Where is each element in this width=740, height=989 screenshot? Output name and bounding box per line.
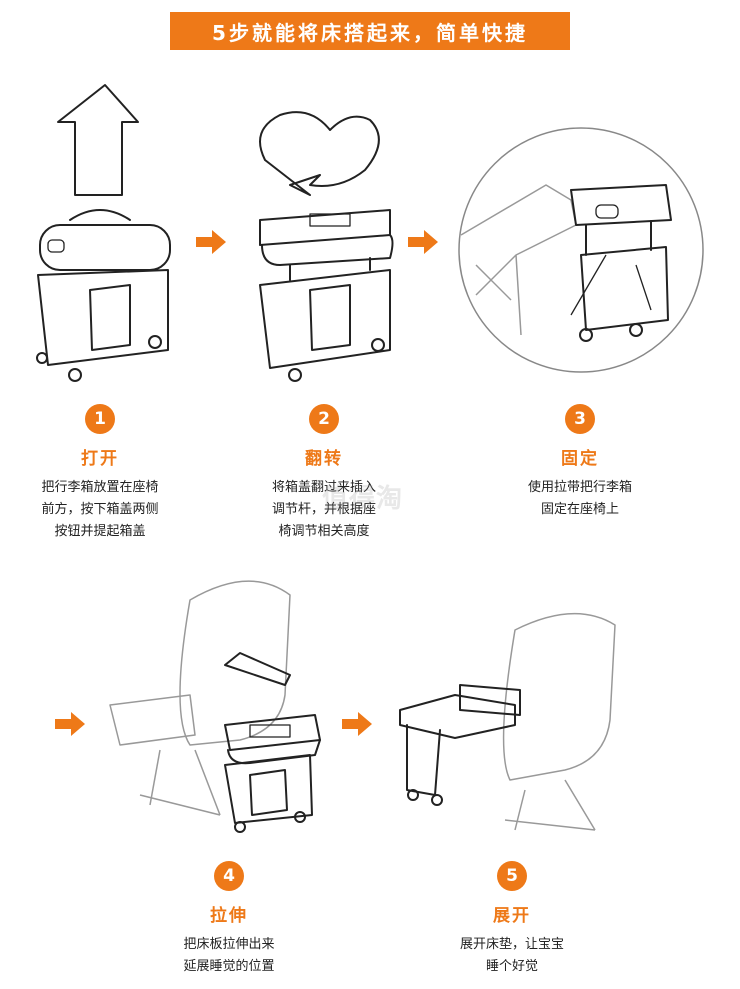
step-title: 拉伸 bbox=[210, 906, 248, 926]
step-description: 把行李箱放置在座椅 前方，按下箱盖两侧 按钮并提起箱盖 bbox=[41, 480, 159, 539]
step2-illustration bbox=[259, 111, 394, 382]
step-3: 3 固定 使用拉带把行李箱 固定在座椅上 bbox=[500, 404, 660, 521]
step-number-badge: 1 bbox=[85, 404, 115, 434]
step-4: 4 拉伸 把床板拉伸出来 延展睡觉的位置 bbox=[149, 861, 309, 978]
arrow-right-icon bbox=[196, 230, 226, 254]
step-2: 2 翻转 将箱盖翻过来插入 调节杆，并根据座 椅调节相关高度 bbox=[244, 404, 404, 543]
step-number-badge: 4 bbox=[214, 861, 244, 891]
step-number-badge: 3 bbox=[565, 404, 595, 434]
arrow-right-icon bbox=[408, 230, 438, 254]
banner-title: 5步就能将床搭起来，简单快捷 bbox=[212, 20, 528, 45]
step-title: 翻转 bbox=[305, 449, 343, 469]
step-number-badge: 2 bbox=[309, 404, 339, 434]
title-banner: 5步就能将床搭起来，简单快捷 bbox=[170, 12, 570, 50]
step3-illustration bbox=[458, 127, 704, 373]
step4-illustration bbox=[109, 580, 321, 833]
step-1: 1 打开 把行李箱放置在座椅 前方，按下箱盖两侧 按钮并提起箱盖 bbox=[20, 404, 180, 543]
step-description: 使用拉带把行李箱 固定在座椅上 bbox=[527, 480, 632, 517]
step-description: 把床板拉伸出来 延展睡觉的位置 bbox=[183, 937, 275, 974]
step-title: 打开 bbox=[81, 449, 119, 469]
step1-illustration bbox=[36, 84, 171, 382]
step-description: 将箱盖翻过来插入 调节杆，并根据座 椅调节相关高度 bbox=[271, 480, 376, 539]
step-number-badge: 5 bbox=[497, 861, 527, 891]
arrow-right-icon bbox=[55, 712, 85, 736]
step-5: 5 展开 展开床垫，让宝宝 睡个好觉 bbox=[432, 861, 592, 978]
step-title: 固定 bbox=[561, 449, 599, 469]
watermark: 值得淘 bbox=[322, 484, 404, 514]
arrow-right-icon bbox=[342, 712, 372, 736]
step-description: 展开床垫，让宝宝 睡个好觉 bbox=[459, 937, 564, 974]
step5-illustration bbox=[399, 612, 616, 831]
step-title: 展开 bbox=[493, 906, 531, 926]
